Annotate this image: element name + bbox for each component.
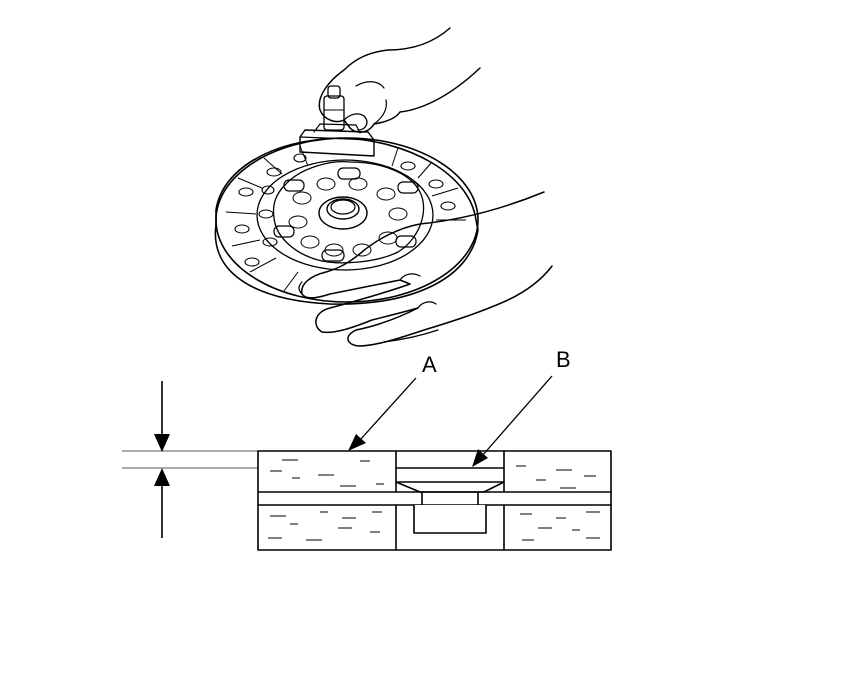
clutch-disc-illustration: [214, 27, 553, 347]
facing-material-hatching: [268, 459, 600, 541]
depth-gauge: [299, 85, 375, 157]
label-b: B: [556, 347, 571, 372]
lower-hand: [298, 191, 553, 347]
rivet: [395, 467, 505, 534]
facing-and-plate-section: [257, 450, 612, 551]
clutch-disc: [214, 137, 479, 305]
callout-a: A: [348, 352, 437, 451]
dimension-arrow-top: [154, 381, 170, 452]
callout-b: B: [472, 347, 571, 467]
label-a: A: [422, 352, 437, 377]
rivet-depth-cross-section: A B: [122, 347, 612, 551]
dimension-arrow-bottom: [154, 468, 170, 538]
upper-hand: [318, 27, 481, 133]
